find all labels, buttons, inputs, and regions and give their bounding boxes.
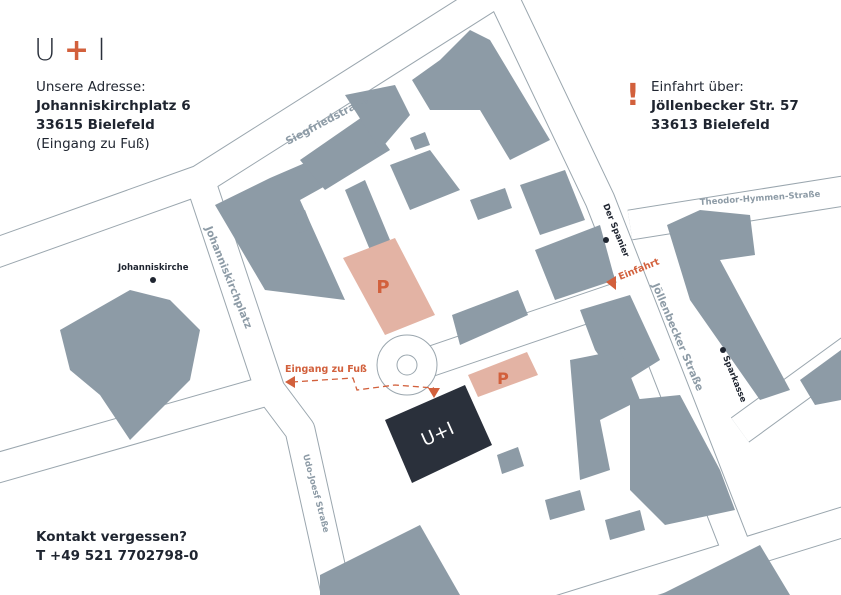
office-building[interactable]: U+I: [385, 385, 492, 483]
contact-phone[interactable]: T +49 521 7702798-0: [36, 548, 199, 564]
entry-heading: Einfahrt über:: [651, 79, 744, 95]
entry-street: Jöllenbecker Str. 57: [651, 98, 799, 114]
arrow-down-icon: [428, 388, 440, 398]
buildings: [60, 30, 841, 595]
address-note: (Eingang zu Fuß): [36, 136, 150, 152]
address-street: Johanniskirchplatz 6: [36, 98, 191, 114]
parking-lot-small: [468, 352, 538, 397]
parking-lot-main: [343, 238, 435, 335]
contact-heading: Kontakt vergessen?: [36, 529, 187, 545]
einfahrt-arrow-icon: [606, 276, 616, 290]
eingang-label: Eingang zu Fuß: [285, 364, 367, 375]
contact-block: Kontakt vergessen? T +49 521 7702798-0: [36, 528, 198, 566]
poi-johanniskirche: Johanniskirche: [117, 263, 189, 273]
parking-areas: P P: [343, 238, 538, 397]
exclamation-icon: !: [626, 78, 640, 113]
address-heading: Unsere Adresse:: [36, 79, 146, 95]
arrow-left-icon: [285, 376, 295, 388]
address-city: 33615 Bielefeld: [36, 117, 155, 133]
parking-label-small: P: [497, 369, 509, 388]
brand-logo: U+I: [34, 33, 114, 68]
entry-city: 33613 Bielefeld: [651, 117, 770, 133]
parking-label-main: P: [376, 277, 389, 298]
entry-block: Einfahrt über: Jöllenbecker Str. 57 3361…: [651, 78, 799, 135]
address-block: Unsere Adresse: Johanniskirchplatz 6 336…: [36, 78, 191, 154]
